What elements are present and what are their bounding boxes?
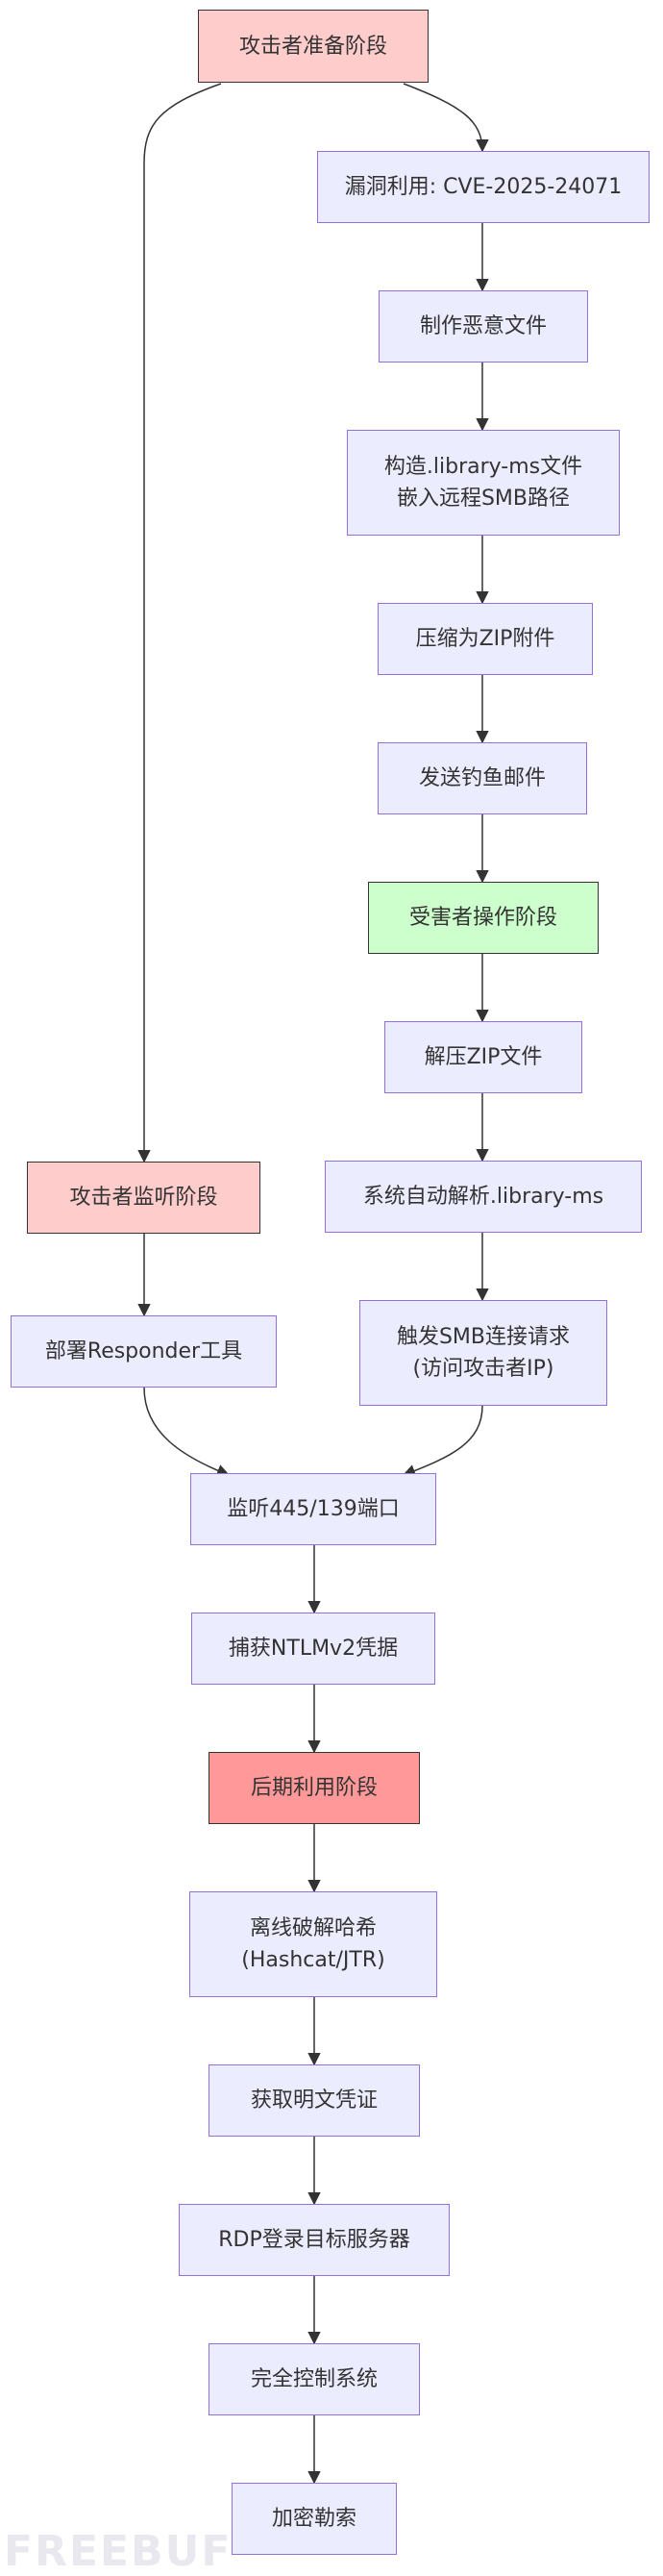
node-full-control: 完全控制系统 <box>209 2343 420 2415</box>
node-trigger-smb: 触发SMB连接请求 (访问攻击者IP) <box>359 1300 607 1406</box>
node-deploy-responder: 部署Responder工具 <box>11 1315 277 1388</box>
node-attacker-listen: 攻击者监听阶段 <box>27 1162 260 1234</box>
node-attacker-prep: 攻击者准备阶段 <box>198 10 429 83</box>
node-post-exploit: 后期利用阶段 <box>209 1752 420 1824</box>
node-capture-ntlmv2: 捕获NTLMv2凭据 <box>191 1613 435 1685</box>
node-phishing-email: 发送钓鱼邮件 <box>378 742 587 814</box>
node-vuln-cve: 漏洞利用: CVE-2025-24071 <box>317 151 650 223</box>
edge-trigger-to-ports <box>402 1405 483 1477</box>
node-offline-crack: 离线破解哈希 (Hashcat/JTR) <box>189 1891 437 1997</box>
node-auto-parse-library: 系统自动解析.library-ms <box>325 1161 642 1233</box>
node-zip-attachment: 压缩为ZIP附件 <box>378 603 593 675</box>
node-build-library-ms: 构造.library-ms文件 嵌入远程SMB路径 <box>347 430 620 536</box>
node-plaintext-creds: 获取明文凭证 <box>209 2064 420 2137</box>
node-unzip-file: 解压ZIP文件 <box>384 1021 582 1093</box>
freebuf-watermark: FREEBUF <box>4 2527 233 2576</box>
edge-responder-to-ports <box>143 1387 231 1477</box>
node-ransom: 加密勒索 <box>232 2483 397 2555</box>
edge-prep-to-listen <box>137 83 222 1163</box>
node-make-malicious-file: 制作恶意文件 <box>379 290 588 363</box>
node-rdp-login: RDP登录目标服务器 <box>179 2204 450 2276</box>
edge-prep-to-vuln <box>403 83 489 153</box>
node-victim-operation: 受害者操作阶段 <box>368 882 599 954</box>
node-listen-ports: 监听445/139端口 <box>190 1473 436 1545</box>
